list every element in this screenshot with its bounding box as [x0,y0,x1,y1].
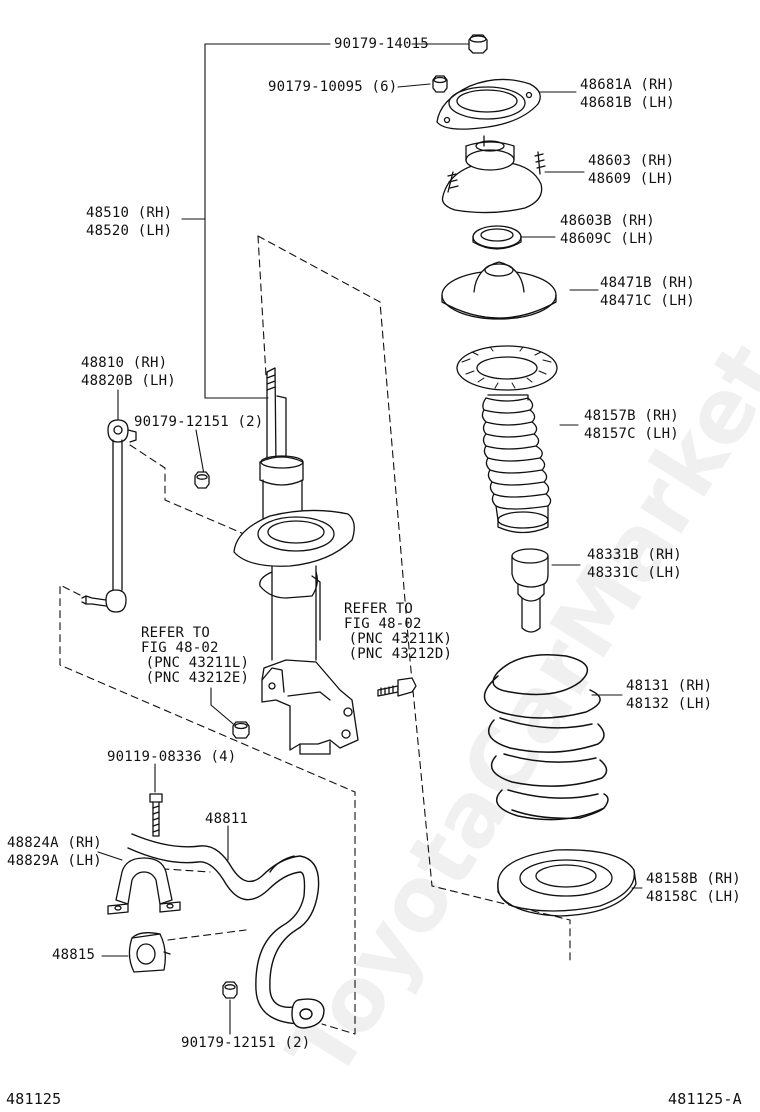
leader-lines [97,43,643,1035]
shock-absorber [233,367,359,755]
label-90179-14015: 90179-14015 [334,36,429,52]
label-48609: 48609 (LH) [588,171,675,187]
small-nut [432,75,448,93]
strut-support [441,135,546,214]
label-90179-12151-lower: 90179-12151 (2) [181,1035,311,1051]
label-48157c: 48157C (LH) [584,426,679,442]
label-48820b: 48820B (LH) [81,373,176,389]
top-nut [468,34,488,54]
label-48609c: 48609C (LH) [560,231,655,247]
label-48520: 48520 (LH) [86,223,173,239]
label-48681b: 48681B (LH) [580,95,675,111]
strut-nut-left [232,721,250,739]
label-refer-left-1: REFER TO [141,625,211,641]
coil-spring [483,653,609,821]
label-refer-right-1: REFER TO [344,601,414,617]
dashed-lines [59,235,571,1035]
label-48157b: 48157B (RH) [584,408,679,424]
link-nut-lower [222,981,238,999]
stabilizer-bracket [107,857,181,915]
support-plate [436,78,541,130]
stabilizer-bar [127,833,325,1029]
label-48829a: 48829A (LH) [7,853,102,869]
lower-insulator [497,849,637,917]
stabilizer-bushing [128,932,171,973]
label-48810: 48810 (RH) [81,355,168,371]
label-48815: 48815 [52,947,96,963]
label-48158c: 48158C (LH) [646,889,741,905]
label-48681a: 48681A (RH) [580,77,675,93]
label-48603: 48603 (RH) [588,153,675,169]
label-refer-left-4: (PNC 43212E) [137,670,250,686]
stabilizer-link [81,419,137,613]
label-48132: 48132 (LH) [626,696,713,712]
label-refer-left-2: FIG 48-02 [141,640,219,656]
label-48811: 48811 [205,811,249,827]
bump-stopper [511,548,549,633]
label-90179-12151-upper: 90179-12151 (2) [134,414,264,430]
label-48510: 48510 (RH) [86,205,173,221]
label-48131: 48131 (RH) [626,678,713,694]
spring-insulator-boot [456,345,558,534]
label-48471c: 48471C (LH) [600,293,695,309]
footer-right-code: 481125-A [668,1090,742,1108]
strut-bolt-right [377,677,417,697]
footer-left-code: 481125 [6,1090,62,1108]
label-refer-right-3: (PNC 43211K) [340,631,453,647]
upper-spring-seat [441,261,557,320]
label-48331b: 48331B (RH) [587,547,682,563]
label-48603b: 48603B (RH) [560,213,655,229]
label-refer-right-4: (PNC 43212D) [340,646,453,662]
bushing-bolt [149,793,163,837]
bearing-ring [472,225,522,250]
label-48824a: 48824A (RH) [7,835,102,851]
label-90179-10095: 90179-10095 (6) [268,79,398,95]
link-nut-upper [194,471,210,489]
label-48158b: 48158B (RH) [646,871,741,887]
label-48471b: 48471B (RH) [600,275,695,291]
label-refer-right-2: FIG 48-02 [344,616,422,632]
label-90119-08336: 90119-08336 (4) [107,749,237,765]
label-48331c: 48331C (LH) [587,565,682,581]
label-refer-left-3: (PNC 43211L) [137,655,250,671]
